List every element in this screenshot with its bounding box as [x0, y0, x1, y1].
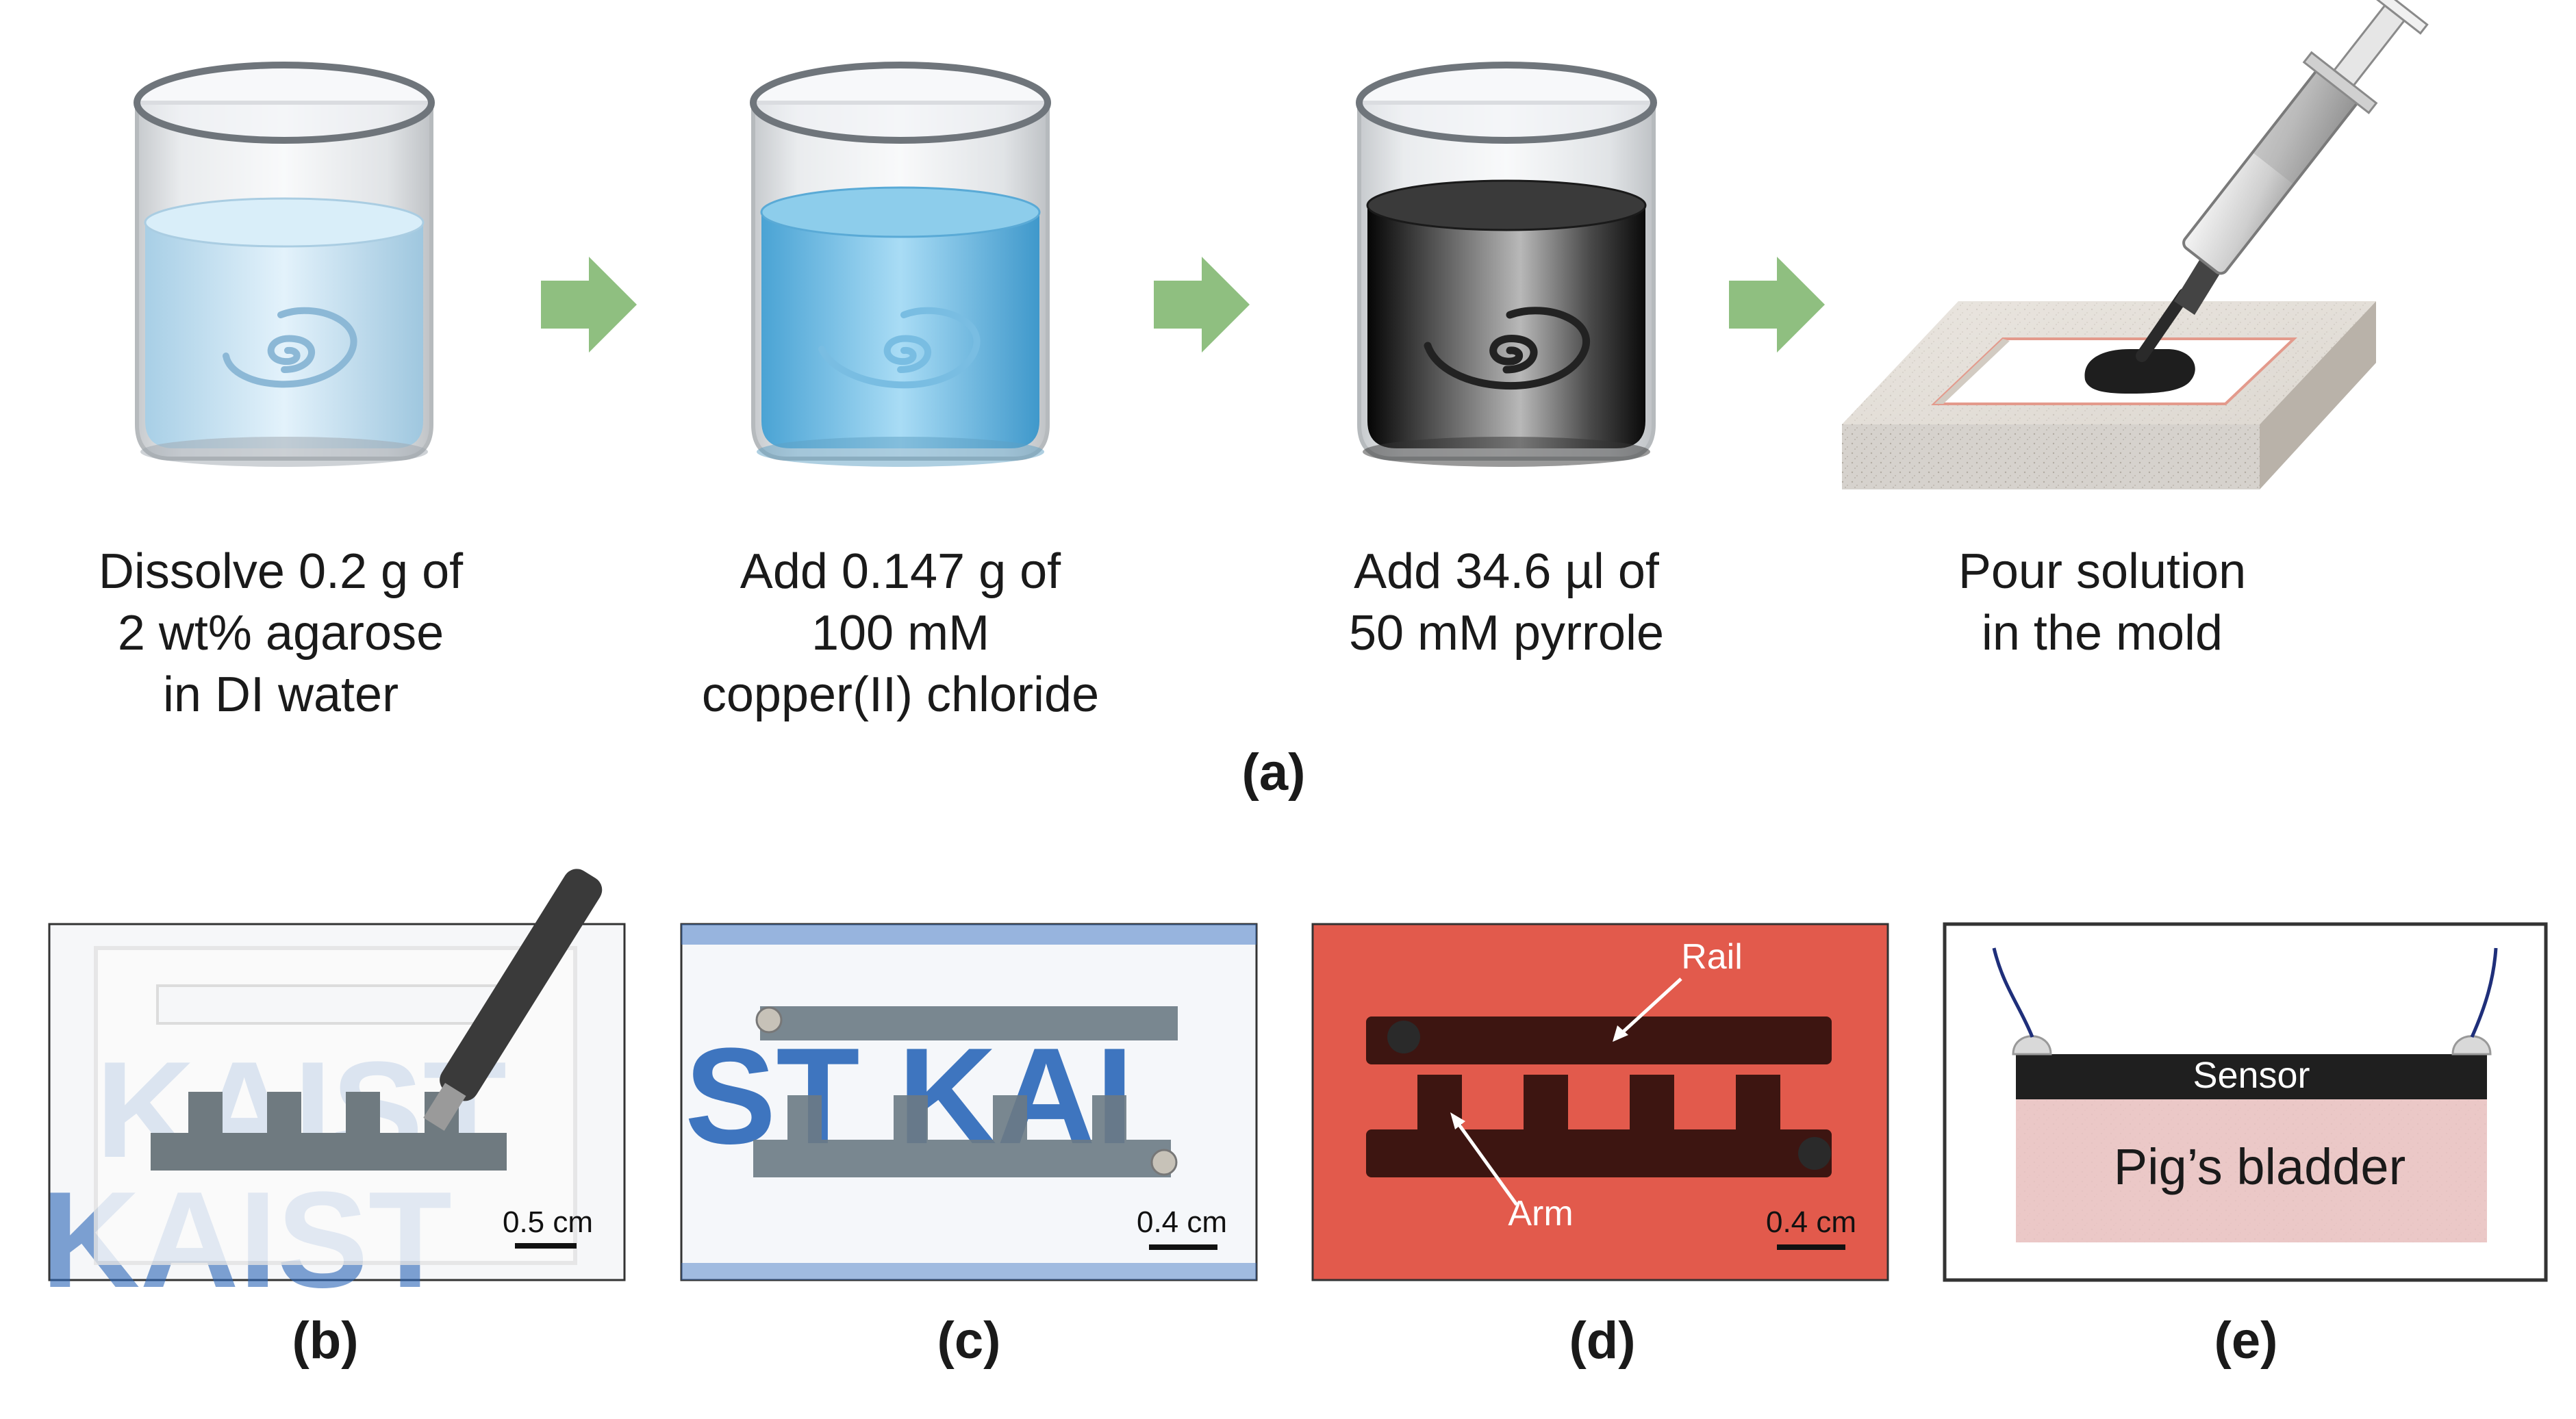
arm-label: Arm — [1508, 1194, 1573, 1233]
scale-label-d: 0.4 cm — [1766, 1205, 1856, 1239]
step-2-caption: Add 0.147 g of 100 mM copper(II) chlorid… — [668, 541, 1133, 726]
step-2-line-2: 100 mM — [811, 606, 990, 661]
step-arrow-icon — [541, 257, 637, 353]
step-arrow-icon — [1729, 257, 1825, 353]
panel-label-b: (b) — [292, 1312, 359, 1370]
step-4-line-1: Pour solution — [1958, 544, 2247, 599]
sensor-label: Sensor — [2193, 1055, 2310, 1096]
panel-label-c: (c) — [937, 1312, 1001, 1370]
step-2-line-1: Add 0.147 g of — [740, 544, 1061, 599]
syringe-icon — [2136, 0, 2429, 362]
scale-label-c: 0.4 cm — [1137, 1205, 1227, 1239]
step-4-line-2: in the mold — [1981, 606, 2223, 661]
scale-label-b: 0.5 cm — [503, 1205, 593, 1239]
beaker-agarose-icon — [134, 62, 435, 467]
step-1-line-3: in DI water — [162, 667, 399, 722]
photo-d — [1311, 923, 1889, 1281]
step-3-caption: Add 34.6 µl of 50 mM pyrrole — [1287, 541, 1726, 664]
photo-b: KAIST KAIST — [41, 869, 626, 1316]
step-3-line-1: Add 34.6 µl of — [1354, 544, 1659, 599]
panel-label-d: (d) — [1569, 1312, 1636, 1370]
beaker-pyrrole-icon — [1356, 62, 1657, 467]
step-1-line-2: 2 wt% agarose — [117, 606, 444, 661]
mold-icon — [1842, 301, 2376, 489]
step-4-caption: Pour solution in the mold — [1883, 541, 2321, 664]
step-2-line-3: copper(II) chloride — [701, 667, 1100, 722]
panel-label-a: (a) — [1241, 743, 1306, 802]
step-1-line-1: Dissolve 0.2 g of — [98, 544, 464, 599]
step-arrow-icon — [1154, 257, 1250, 353]
panel-label-e: (e) — [2214, 1312, 2278, 1370]
step-1-caption: Dissolve 0.2 g of 2 wt% agarose in DI wa… — [62, 541, 500, 726]
step-3-line-2: 50 mM pyrrole — [1348, 606, 1665, 661]
beaker-copper-chloride-icon — [750, 62, 1051, 467]
bladder-label: Pig’s bladder — [2114, 1138, 2405, 1195]
rail-label: Rail — [1681, 937, 1743, 977]
schematic-e — [1943, 922, 2548, 1282]
photo-c: ST KAI — [680, 923, 1258, 1281]
